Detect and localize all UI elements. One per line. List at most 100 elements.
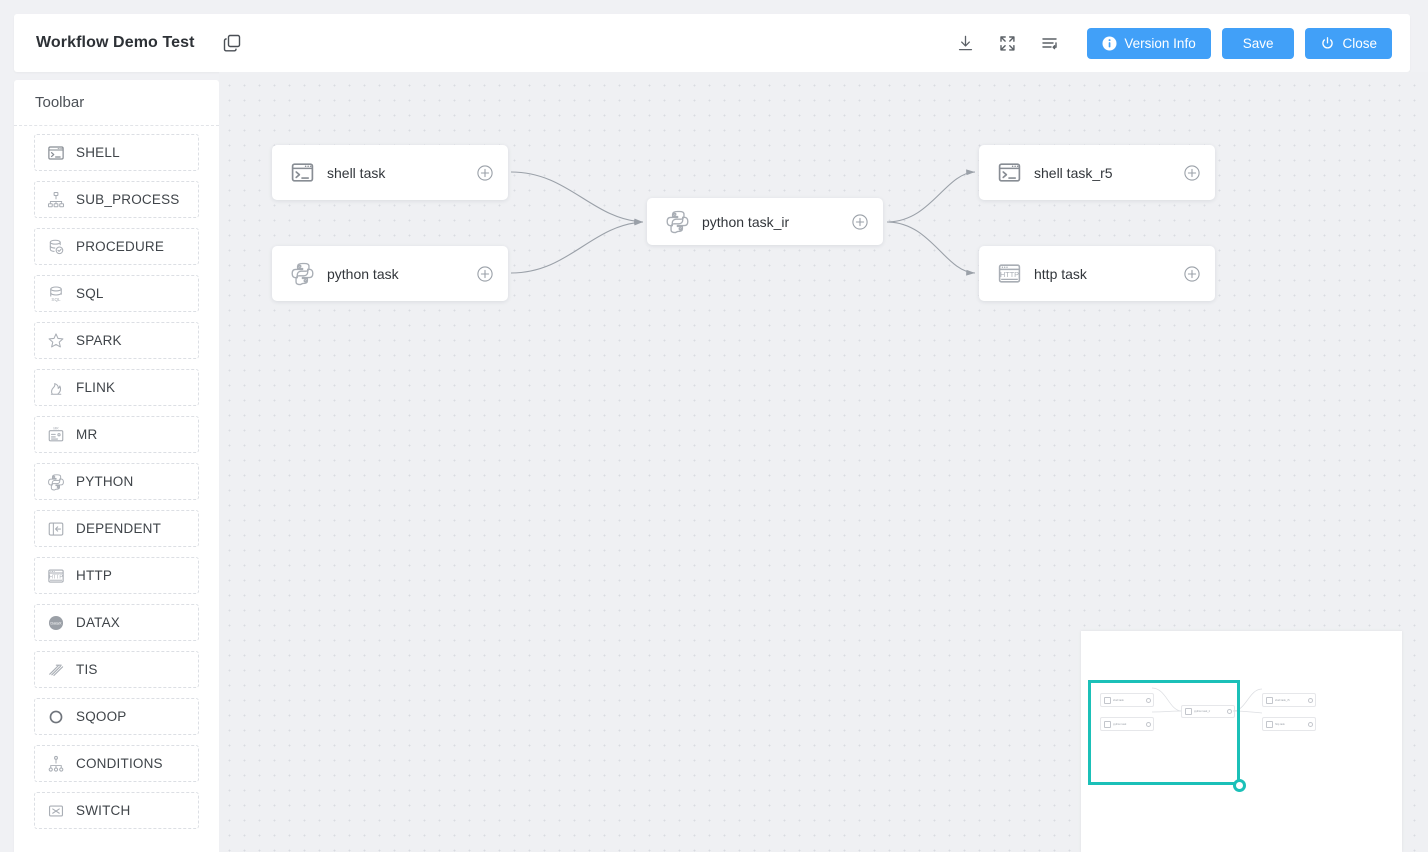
add-port-icon[interactable] (477, 265, 493, 282)
minimap-graph: shell task python task python task_ir shell… (1089, 682, 1399, 798)
app-header: Workflow Demo Test (14, 14, 1410, 72)
minimap-node-label: http task (1275, 722, 1285, 726)
python-icon (665, 209, 690, 234)
save-button[interactable]: Save (1221, 27, 1295, 59)
toolbar-item-procedure[interactable]: PROCEDURE (34, 228, 199, 265)
save-label: Save (1242, 35, 1274, 51)
header-actions: Version Info Save Close (950, 27, 1410, 59)
sqoop-icon (47, 708, 65, 726)
format-icon[interactable] (1034, 28, 1064, 58)
node-label: shell task_r5 (1034, 164, 1113, 181)
procedure-icon (47, 238, 65, 256)
toolbar-item-conditions[interactable]: CONDITIONS (34, 745, 199, 782)
svg-text:HTTP: HTTP (1000, 270, 1019, 279)
minimap-node-icon (1266, 696, 1273, 704)
minimap-node-port (1308, 721, 1313, 727)
minimap-node-icon (1266, 720, 1273, 728)
page-title: Workflow Demo Test (36, 34, 195, 51)
minimap-edges (1151, 687, 1263, 714)
toolbar-item-label: SHELL (76, 145, 120, 160)
minimap-node: shell task (1100, 693, 1154, 707)
tis-icon (47, 661, 65, 679)
shell-icon (290, 160, 315, 185)
python-icon (290, 261, 315, 286)
workflow-canvas[interactable]: shell task python task python task_ir (219, 72, 1428, 852)
toolbar-item-label: SQOOP (76, 709, 127, 724)
minimap-node: http task (1262, 717, 1316, 731)
toolbar-item-label: SQL (76, 286, 104, 301)
minimap-resize-handle[interactable] (1233, 779, 1246, 792)
edge-layer (510, 169, 976, 276)
toolbar-item-label: TIS (76, 662, 98, 677)
fullscreen-icon[interactable] (992, 28, 1022, 58)
dependent-icon (47, 520, 65, 538)
minimap-node-label: python task (1113, 722, 1127, 726)
http-icon: HTTP (47, 567, 65, 585)
node-shell-task[interactable]: shell task (272, 145, 508, 200)
toolbar-item-mr[interactable]: MR MR (34, 416, 199, 453)
spark-icon (47, 332, 65, 350)
toolbar-item-sqoop[interactable]: SQOOP (34, 698, 199, 735)
toolbar-item-tis[interactable]: TIS (34, 651, 199, 688)
toolbar-item-flink[interactable]: FLINK (34, 369, 199, 406)
toolbar-item-dependent[interactable]: DEPENDENT (34, 510, 199, 547)
toolbar-item-sql[interactable]: SQL SQL (34, 275, 199, 312)
add-port-icon[interactable] (477, 164, 493, 181)
toolbar-item-spark[interactable]: SPARK (34, 322, 199, 359)
node-http-task[interactable]: HTTP http task (979, 246, 1215, 301)
minimap-viewport[interactable] (1088, 680, 1240, 785)
toolbar-item-http[interactable]: HTTP HTTP (34, 557, 199, 594)
copy-icon[interactable] (221, 32, 243, 54)
toolbar-item-label: MR (76, 427, 98, 442)
edge-python-task-to-python-task-ir (510, 219, 644, 274)
toolbar-item-label: SUB_PROCESS (76, 192, 180, 207)
power-icon (1320, 36, 1335, 51)
node-python-task-ir[interactable]: python task_ir (647, 198, 883, 245)
node-label: python task_ir (702, 213, 790, 230)
minimap-node-label: python task_ir (1194, 710, 1211, 713)
conditions-icon (47, 755, 65, 773)
minimap-node-icon (1104, 720, 1111, 728)
minimap-node: shell task_r5 (1262, 693, 1316, 707)
edge-python-task-ir-to-shell-task-r5 (886, 169, 976, 223)
toolbar-item-label: CONDITIONS (76, 756, 163, 771)
toolbar-item-label: SPARK (76, 333, 122, 348)
node-label: http task (1034, 265, 1087, 282)
node-python-task[interactable]: python task (272, 246, 508, 301)
version-info-label: Version Info (1124, 35, 1196, 51)
svg-text:HTTP: HTTP (49, 574, 63, 580)
minimap-node: python task (1100, 717, 1154, 731)
add-port-icon[interactable] (852, 213, 868, 230)
shell-icon (997, 160, 1022, 185)
node-shell-task-r5[interactable]: shell task_r5 (979, 145, 1215, 200)
toolbar-item-label: DEPENDENT (76, 521, 162, 536)
minimap-node-port (1146, 697, 1151, 703)
minimap-node: python task_ir (1181, 705, 1235, 718)
http-icon: HTTP (997, 261, 1022, 286)
minimap-node-port (1146, 721, 1151, 727)
svg-text:SQL: SQL (51, 296, 61, 301)
toolbar-item-sub_process[interactable]: SUB_PROCESS (34, 181, 199, 218)
toolbar-item-label: DATAX (76, 615, 121, 630)
version-info-button[interactable]: Version Info (1087, 27, 1211, 59)
add-port-icon[interactable] (1184, 164, 1200, 181)
toolbar-item-shell[interactable]: SHELL (34, 134, 199, 171)
close-button[interactable]: Close (1305, 27, 1392, 59)
node-label: python task (327, 265, 399, 282)
toolbar-item-switch[interactable]: SWITCH (34, 792, 199, 829)
toolbar-item-label: PROCEDURE (76, 239, 165, 254)
sub-process-icon (47, 191, 65, 209)
minimap-node-icon (1185, 708, 1192, 715)
download-icon[interactable] (950, 28, 980, 58)
toolbar-item-python[interactable]: PYTHON (34, 463, 199, 500)
add-port-icon[interactable] (1184, 265, 1200, 282)
minimap-node-port (1227, 709, 1232, 714)
mr-icon: MR (47, 426, 65, 444)
toolbar-item-list: SHELL SUB_PROCESS PROCEDURE SQL SQL SPARK (14, 126, 219, 829)
toolbar-panel: Toolbar SHELL SUB_PROCESS PROCEDURE (14, 80, 219, 852)
minimap[interactable]: shell task python task python task_ir shell… (1081, 631, 1402, 852)
minimap-node-port (1308, 697, 1313, 703)
toolbar-title: Toolbar (14, 80, 219, 126)
